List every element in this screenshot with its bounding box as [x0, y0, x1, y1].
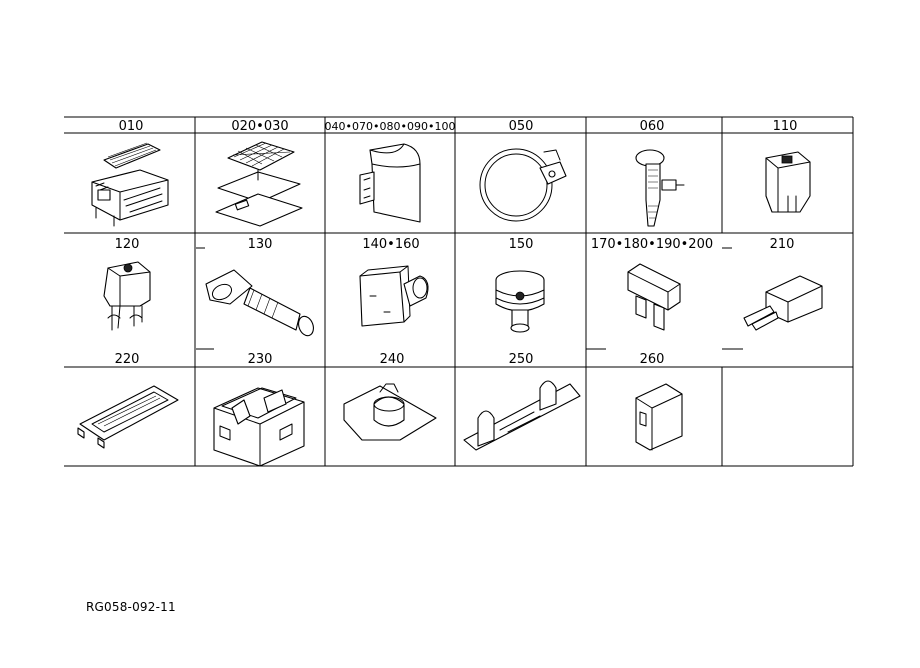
stacked-washer-icon[interactable]: [495, 270, 545, 333]
drawing-code: RG058-092-11: [86, 600, 176, 614]
label-040-100: 040•070•080•090•100: [325, 120, 456, 133]
label-170-200: 170•180•190•200: [591, 237, 713, 252]
relay-socket-icon[interactable]: [103, 261, 151, 331]
frame-cover-icon[interactable]: [77, 385, 179, 449]
clip-bracket-icon[interactable]: [343, 383, 437, 441]
label-220: 220: [115, 352, 140, 367]
relay-icon[interactable]: [765, 151, 811, 213]
cable-tie-icon[interactable]: [635, 149, 685, 227]
label-130: 130: [248, 237, 273, 252]
relay-bracket-icon[interactable]: [359, 143, 421, 223]
label-210: 210: [770, 237, 795, 252]
fuse-icon[interactable]: [627, 263, 681, 331]
label-240: 240: [380, 352, 405, 367]
label-110: 110: [773, 119, 798, 134]
label-150: 150: [509, 237, 534, 252]
double-clip-icon[interactable]: [463, 380, 581, 451]
boot-sleeve-icon[interactable]: [205, 269, 316, 338]
label-120: 120: [115, 237, 140, 252]
grommet-plug-icon[interactable]: [359, 265, 429, 327]
band-clamp-icon[interactable]: [479, 148, 567, 222]
fuse-box-icon[interactable]: [213, 387, 305, 467]
label-260: 260: [640, 352, 665, 367]
label-230: 230: [248, 352, 273, 367]
holder-icon[interactable]: [635, 383, 683, 451]
label-250: 250: [509, 352, 534, 367]
grid-lines: [64, 116, 854, 467]
connector-pin-icon[interactable]: [743, 275, 823, 331]
label-010: 010: [119, 119, 144, 134]
cover-plate-icon[interactable]: [215, 141, 303, 227]
label-050: 050: [509, 119, 534, 134]
relay-block-with-cover-icon[interactable]: [91, 142, 169, 227]
label-020-030: 020•030: [231, 119, 288, 134]
label-060: 060: [640, 119, 665, 134]
label-140-160: 140•160: [362, 237, 419, 252]
